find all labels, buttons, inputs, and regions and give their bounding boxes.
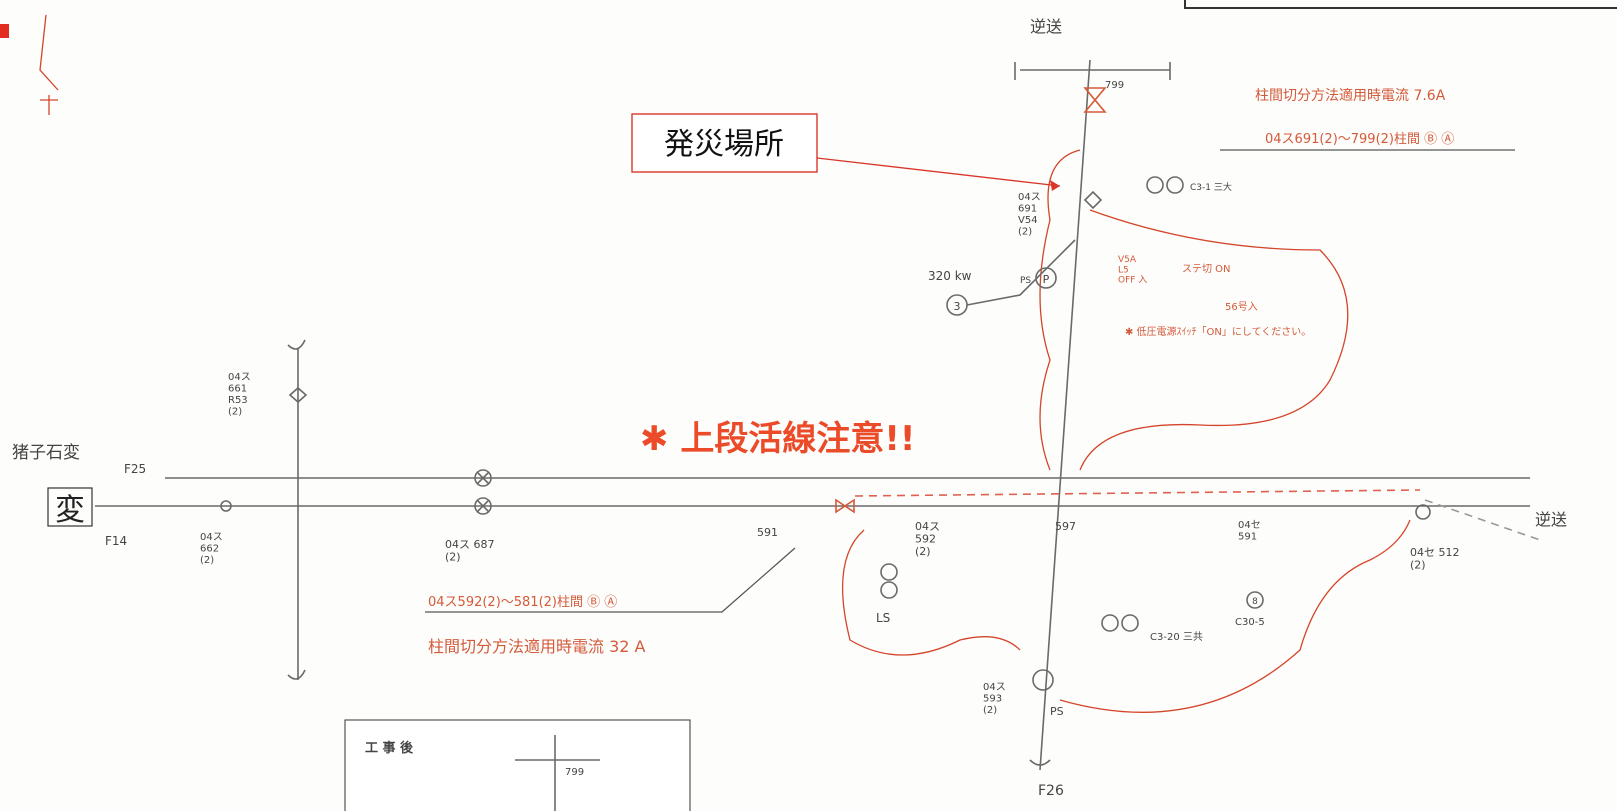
c30-5-label: C30-5	[1235, 617, 1265, 628]
ps-bottom-label: PS	[1050, 705, 1064, 718]
load-top-1	[1146, 176, 1164, 194]
switch-687-lower-x	[476, 499, 490, 513]
switch-799-label: 799	[1105, 80, 1124, 91]
bottom-current-note: 柱間切分方法適用時電流 32 A	[428, 637, 646, 656]
inset-label: 799	[565, 767, 584, 778]
top-right-frame	[1184, 0, 1617, 9]
red-note-4: ✱ 低圧電源ｽｲｯﾁ「ON」にしてください。	[1125, 325, 1311, 338]
red-note-2: ステ切 ON	[1182, 263, 1231, 275]
load-top-2	[1166, 176, 1184, 194]
red-loop-top	[1039, 149, 1349, 471]
ls-transformer-2	[880, 581, 898, 599]
substation-box	[47, 487, 93, 527]
load-bottom-1	[1101, 614, 1119, 632]
switch-687-lower	[474, 497, 492, 515]
live-line-warning: ✱ 上段活線注意!!	[640, 419, 915, 459]
top-crossbar	[1014, 62, 1171, 80]
ls-label: LS	[876, 611, 890, 625]
c30-transformer	[1246, 591, 1264, 609]
corner-red-mark	[0, 24, 9, 38]
feeder-f25-label: F25	[124, 462, 146, 476]
ls-transformer-1	[880, 563, 898, 581]
load-bottom-label: C3-20 三共	[1150, 631, 1203, 643]
circle-3-label: 3	[954, 300, 961, 313]
feeder-f26-label: F26	[1038, 783, 1064, 799]
top-end-label: 逆送	[1030, 17, 1062, 36]
substation-name: 猪子石変	[12, 443, 80, 463]
top-range-note: 04ス691(2)～799(2)柱間 Ⓑ Ⓐ	[1265, 132, 1454, 147]
switch-687-upper	[474, 469, 492, 487]
red-note-3: 56号入	[1225, 301, 1258, 313]
north-arrow-sketch	[39, 14, 59, 115]
load-top-label: C3-1 三大	[1190, 181, 1232, 193]
switch-662	[220, 500, 232, 512]
switch-687-upper-x	[476, 471, 490, 485]
left-branch-ends	[287, 339, 306, 680]
top-current-note: 柱間切分方法適用時電流 7.6A	[1255, 87, 1446, 104]
bottom-range-arrow	[425, 547, 796, 613]
kw-note: 320 kw	[928, 269, 972, 283]
red-loop-bottom	[842, 519, 1411, 713]
callout-arrowhead	[1050, 180, 1060, 191]
switch-512	[1415, 504, 1431, 520]
feeder-f14-label: F14	[105, 534, 127, 548]
inset-after-work-box	[344, 719, 691, 811]
callout-label: 発災場所	[664, 128, 784, 161]
ps-top-label: PS	[1020, 276, 1031, 286]
circle-8-label: 8	[1252, 597, 1258, 607]
substation-symbol: 変	[55, 493, 85, 528]
switch-597-label: 597	[1055, 520, 1076, 533]
top-switch-symbol	[1083, 87, 1107, 113]
switch-591-label: 591	[757, 526, 778, 539]
callout-box	[631, 113, 818, 173]
switch-691-symbol	[1083, 190, 1103, 210]
ps-service-line	[966, 239, 1076, 306]
bottom-end-mark	[1029, 759, 1051, 766]
red-dashed-section	[854, 489, 1421, 497]
switch-593-symbol	[1032, 669, 1054, 691]
inset-lines	[515, 735, 600, 811]
switch-512-label: 04セ 512(2)	[1410, 546, 1460, 572]
bottom-range-note: 04ス592(2)～581(2)柱間 Ⓑ Ⓐ	[428, 595, 617, 610]
switch-661-symbol	[288, 386, 308, 404]
right-end-label: 逆送	[1535, 510, 1567, 529]
gray-dashed-section	[1424, 499, 1541, 541]
inset-title: 工 事 後	[365, 740, 414, 756]
switch-687-label: 04ス 687(2)	[445, 538, 495, 564]
callout-arrow	[816, 157, 1061, 187]
circle-p-label: P	[1043, 273, 1050, 286]
switch-591-open-symbol	[835, 498, 855, 514]
load-bottom-2	[1121, 614, 1139, 632]
main-vertical-line	[1039, 59, 1091, 771]
